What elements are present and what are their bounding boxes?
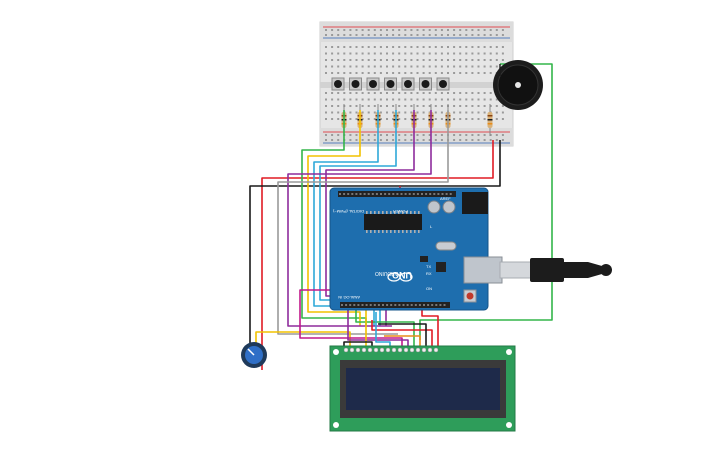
lcd-header-pins xyxy=(343,347,439,353)
wire-gray-button-7 xyxy=(277,110,449,335)
push-button[interactable] xyxy=(331,77,345,91)
label-on: ON xyxy=(426,286,432,291)
label-aref: AREF xyxy=(440,196,451,201)
wire-blue-lcd xyxy=(375,312,391,348)
breadboard-holes xyxy=(325,29,504,141)
wire-red-lcd-2 xyxy=(421,306,439,348)
wire-red-5v xyxy=(261,140,494,370)
arduino-uno: UNO ARDUINO DIGITAL (PWM~) POWER ANALOG … xyxy=(329,187,503,311)
usb-plug-icon xyxy=(499,258,612,282)
push-button[interactable] xyxy=(349,77,362,91)
breadboard-center-channel xyxy=(320,82,513,88)
breadboard-bottom-rail xyxy=(320,128,513,146)
wire-orange-lcd xyxy=(384,335,421,348)
atmega-chip xyxy=(364,214,422,230)
label-digital: DIGITAL (PWM~) xyxy=(332,209,364,214)
capacitor xyxy=(442,200,456,214)
reset-button-icon[interactable] xyxy=(463,289,477,303)
push-button[interactable] xyxy=(384,77,397,91)
power-jack xyxy=(462,192,488,214)
wire-green-buzzer xyxy=(419,63,553,340)
breadboard xyxy=(319,21,514,147)
lcd-display xyxy=(329,345,516,432)
wire-purple-button-6 xyxy=(287,110,432,327)
wire-yellow-button-2 xyxy=(307,110,361,326)
breadboard-top-rail xyxy=(320,22,513,42)
arduino-brand: UNO xyxy=(392,270,412,280)
lcd-screen xyxy=(346,368,500,410)
label-power: POWER xyxy=(393,209,408,214)
label-tx: TX xyxy=(426,264,431,269)
wire-black-lcd xyxy=(378,323,427,348)
wire-black-lcd-2 xyxy=(343,341,373,348)
capacitor xyxy=(427,200,441,214)
push-button[interactable] xyxy=(436,77,450,91)
push-button[interactable] xyxy=(366,77,380,91)
resistor xyxy=(487,104,493,136)
usb-port xyxy=(463,256,503,284)
crystal xyxy=(435,241,457,251)
buzzer-icon xyxy=(493,60,543,110)
arduino-logo-text: ARDUINO xyxy=(375,270,398,276)
label-analog: ANALOG IN xyxy=(338,295,360,300)
label-rx: RX xyxy=(426,271,432,276)
wire-black-gnd xyxy=(249,140,501,350)
wire-red-lcd xyxy=(371,320,433,348)
push-button[interactable] xyxy=(401,77,415,91)
potentiometer-icon[interactable] xyxy=(241,342,267,368)
push-buttons xyxy=(331,77,450,91)
label-l: L xyxy=(430,224,433,229)
push-button[interactable] xyxy=(419,77,432,91)
